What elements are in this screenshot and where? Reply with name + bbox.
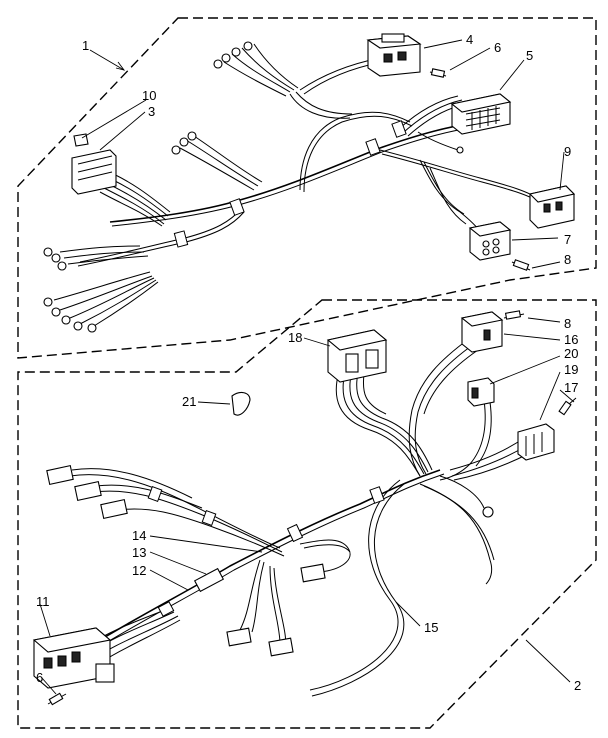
callout-3: 3 bbox=[148, 104, 155, 119]
callout-7: 7 bbox=[564, 232, 571, 247]
callout-14: 14 bbox=[132, 528, 146, 543]
connector-13 bbox=[193, 567, 225, 593]
wire-sleeve bbox=[157, 601, 175, 617]
wire-sleeve bbox=[201, 510, 217, 526]
clip-21 bbox=[231, 391, 251, 416]
callout-18: 18 bbox=[288, 330, 302, 345]
connector-5 bbox=[450, 93, 512, 135]
connector-11 bbox=[32, 627, 115, 689]
callout-17: 17 bbox=[564, 380, 578, 395]
screw-17 bbox=[558, 397, 577, 416]
upper-wiring-harness bbox=[53, 43, 543, 327]
callout-21: 21 bbox=[182, 394, 196, 409]
callout-4: 4 bbox=[466, 32, 473, 47]
callout-labels: 1 2 3 4 5 6 6 7 8 8 9 10 11 12 13 14 15 … bbox=[36, 32, 581, 693]
connector-18 bbox=[326, 329, 388, 383]
screw-6-upper bbox=[429, 68, 447, 78]
ring-terminals-upper bbox=[43, 41, 464, 333]
callout-10: 10 bbox=[142, 88, 156, 103]
terminal-housings-bottom bbox=[226, 563, 326, 657]
callout-16: 16 bbox=[564, 332, 578, 347]
ground-ring-terminal bbox=[482, 506, 494, 518]
connector-7 bbox=[468, 221, 512, 261]
wire-sleeve bbox=[173, 230, 189, 248]
callout-9: 9 bbox=[564, 144, 571, 159]
connector-16 bbox=[460, 311, 504, 353]
connector-4 bbox=[366, 33, 422, 77]
wire-sleeve bbox=[229, 198, 245, 216]
screw-8-upper bbox=[511, 259, 531, 271]
callout-6-lower: 6 bbox=[36, 670, 43, 685]
wire-sleeve bbox=[365, 138, 381, 156]
connector-19 bbox=[517, 423, 555, 461]
callout-15: 15 bbox=[424, 620, 438, 635]
callout-13: 13 bbox=[132, 545, 146, 560]
wire-sleeve bbox=[369, 486, 385, 504]
connector-3 bbox=[71, 149, 117, 195]
callout-1: 1 bbox=[82, 38, 89, 53]
lower-wiring-harness bbox=[69, 337, 529, 697]
callout-11: 11 bbox=[36, 594, 50, 609]
leader-lines bbox=[39, 39, 575, 695]
terminal-housings-left bbox=[46, 465, 128, 519]
callout-20: 20 bbox=[564, 346, 578, 361]
callout-8-lower: 8 bbox=[564, 316, 571, 331]
screw-8-lower bbox=[503, 310, 525, 320]
upper-assembly-frame bbox=[17, 17, 597, 359]
callout-2: 2 bbox=[574, 678, 581, 693]
screw-6-lower bbox=[47, 692, 67, 706]
callout-12: 12 bbox=[132, 563, 146, 578]
wire-sleeve bbox=[147, 486, 163, 502]
callout-8: 8 bbox=[564, 252, 571, 267]
connector-20 bbox=[467, 377, 495, 407]
callout-5: 5 bbox=[526, 48, 533, 63]
wire-sleeve bbox=[286, 523, 304, 543]
callout-6: 6 bbox=[494, 40, 501, 55]
callout-19: 19 bbox=[564, 362, 578, 377]
connector-9 bbox=[528, 185, 576, 229]
wire-sleeve bbox=[391, 120, 407, 138]
lower-assembly-frame bbox=[17, 299, 597, 729]
